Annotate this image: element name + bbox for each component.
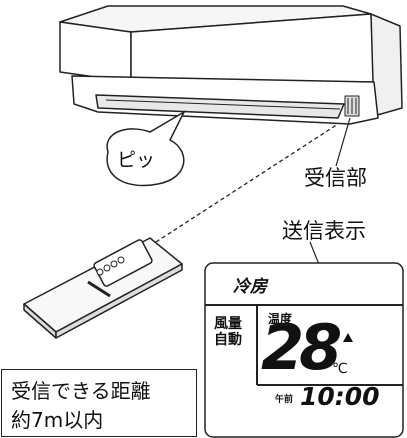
- receiver-leader: [335, 117, 351, 167]
- lcd-temp-value: 28: [261, 311, 342, 384]
- lcd-ampm: 午前: [275, 395, 294, 405]
- air-conditioner-unit: [59, 5, 403, 125]
- remote-lcd-display: 冷房 風量 自動 温度 28 ℃ 午前 10:00: [205, 263, 403, 437]
- range-note-line1: 受信できる距離: [11, 379, 151, 403]
- range-note-box: 受信できる距離 約7m以内: [1, 369, 197, 437]
- lcd-fan-label: 風量: [214, 316, 242, 332]
- beep-text: ピッ: [117, 149, 156, 171]
- lcd-mode: 冷房: [233, 277, 267, 297]
- lcd-time: 10:00: [300, 382, 380, 411]
- lcd-temp-label: 温度: [268, 312, 293, 326]
- lcd-fan-value: 自動: [214, 332, 242, 348]
- transmit-indicator-label: 送信表示: [282, 219, 366, 243]
- receiver-label: 受信部: [304, 166, 367, 190]
- beep-bubble: [106, 110, 186, 187]
- lcd-temp-unit: ℃: [332, 361, 348, 377]
- range-note-line2: 約7m以内: [11, 408, 104, 432]
- signal-beam: [155, 123, 339, 243]
- lcd-frame: [204, 262, 404, 438]
- transmit-indicator-icon: [343, 333, 353, 342]
- remote-controller: [23, 237, 183, 339]
